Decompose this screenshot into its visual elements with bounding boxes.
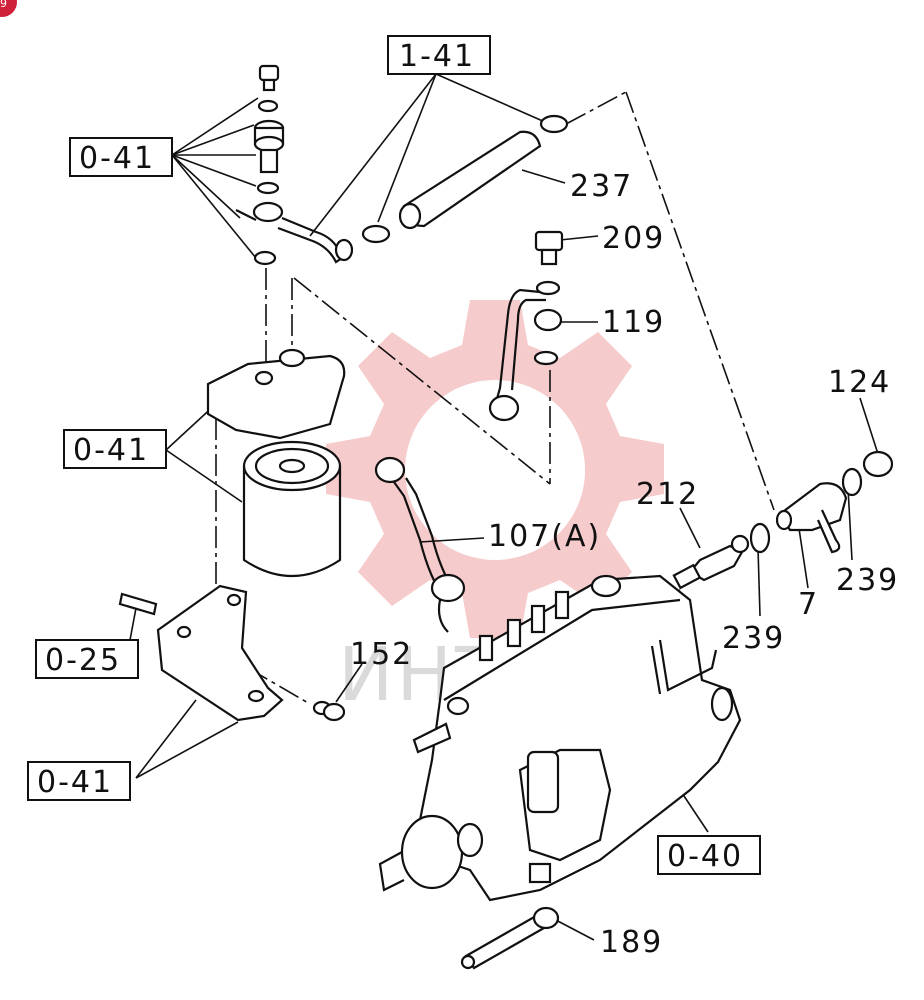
- part-209-label: 209: [602, 221, 665, 256]
- part-152-label: 152: [350, 637, 413, 672]
- pipe-107a: [374, 456, 466, 633]
- watermark-logo: [326, 300, 664, 638]
- bolt-189: [460, 906, 560, 970]
- fitting-212: [672, 534, 750, 590]
- ref-0-41-mid: 0-41: [63, 429, 167, 469]
- part-237-label: 237: [570, 169, 633, 204]
- pipe-119: [488, 288, 546, 422]
- part-189-label: 189: [600, 925, 663, 960]
- part-124-label: 124: [828, 365, 891, 400]
- bracket: [118, 584, 346, 722]
- banjo-bolt-parts: [235, 64, 354, 266]
- ref-0-25-label: 0-25: [45, 643, 121, 678]
- ref-1-41: 1-41: [387, 35, 491, 75]
- part-107a-label: 107(A): [488, 519, 601, 554]
- ref-1-41-label: 1-41: [399, 39, 475, 74]
- ref-0-25: 0-25: [35, 639, 139, 679]
- fitting-7-washers: [749, 450, 894, 554]
- hose-237: [361, 114, 569, 244]
- ref-0-41-top-label: 0-41: [79, 141, 155, 176]
- part-7-label: 7: [798, 587, 819, 622]
- corner-badge-text: 09: [0, 0, 7, 10]
- part-212-label: 212: [636, 477, 699, 512]
- ref-0-41-mid-label: 0-41: [73, 433, 149, 468]
- part-119-label: 119: [602, 305, 665, 340]
- ref-0-40: 0-40: [657, 835, 761, 875]
- ref-0-40-label: 0-40: [667, 839, 743, 874]
- ref-0-41-bottom-label: 0-41: [37, 765, 113, 800]
- part-239-right-label: 239: [836, 563, 899, 598]
- ref-0-41-top: 0-41: [69, 137, 173, 177]
- injection-pump: [378, 574, 742, 902]
- ref-0-41-bottom: 0-41: [27, 761, 131, 801]
- bolt-209-washers: [533, 230, 564, 366]
- corner-badge: 09: [0, 0, 17, 17]
- part-239-left-label: 239: [722, 621, 785, 656]
- filter-assembly: [206, 348, 346, 577]
